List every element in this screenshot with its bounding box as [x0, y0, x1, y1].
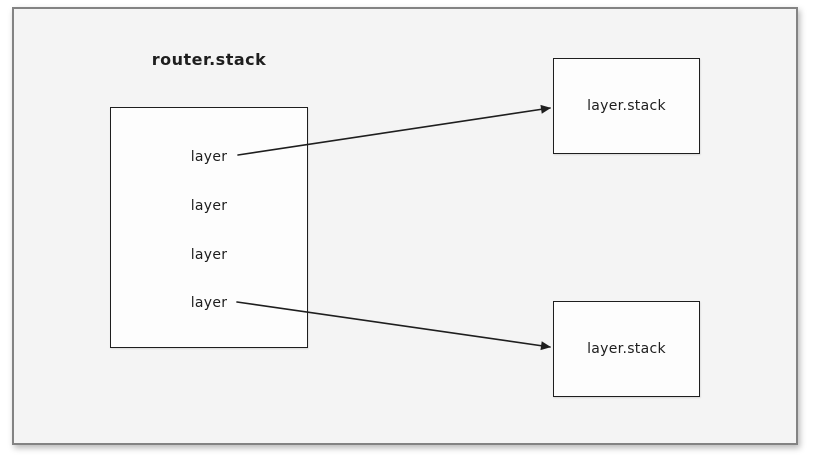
router-stack-title: router.stack: [151, 50, 267, 69]
router-stack-box: layer layer layer layer: [110, 107, 308, 348]
layer-item-2: layer: [190, 198, 228, 214]
layer-stack-box-bottom: layer.stack: [553, 301, 700, 397]
layer-stack-label-top: layer.stack: [587, 98, 666, 114]
layer-stack-box-top: layer.stack: [553, 58, 700, 154]
layer-item-4: layer: [190, 295, 228, 311]
layer-stack-label-bottom: layer.stack: [587, 341, 666, 357]
layer-item-3: layer: [190, 247, 228, 263]
layer-item-1: layer: [190, 149, 228, 165]
